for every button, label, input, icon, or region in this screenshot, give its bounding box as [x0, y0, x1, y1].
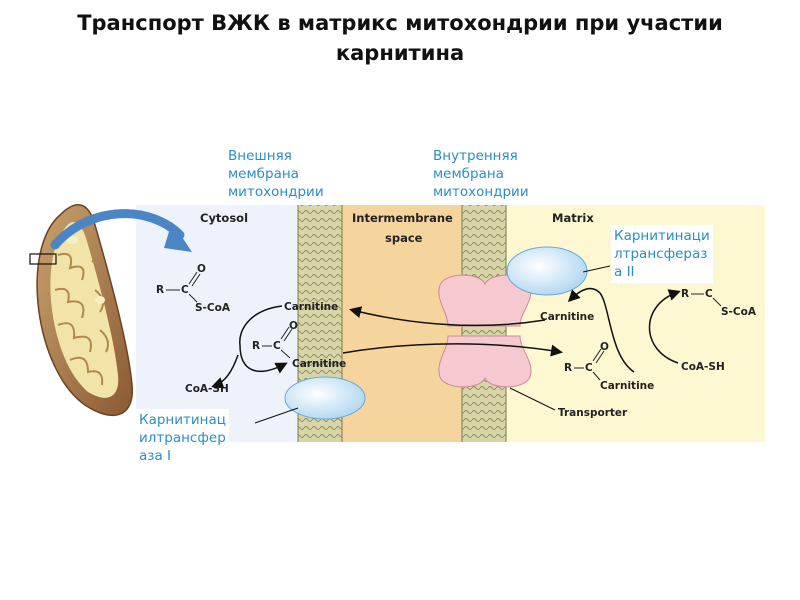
curved-arrow-icon	[50, 209, 185, 250]
acyl-coa-cytosol: R C O S-CoA	[156, 263, 231, 314]
coa-sh-cytosol-label: CoA-SH	[185, 383, 229, 395]
carnitine-cytosol-label: Carnitine	[284, 301, 338, 313]
matrix-label: Matrix	[552, 211, 594, 225]
svg-text:C: C	[273, 340, 281, 352]
cpt2-label: Карнитинаци лтрансфераз а II	[611, 225, 713, 283]
acylcarnitine-matrix: R C O Carnitine	[564, 341, 654, 392]
cytosol-region	[136, 205, 302, 442]
enzyme-icon	[284, 376, 366, 420]
svg-text:S-CoA: S-CoA	[195, 302, 231, 314]
svg-text:R: R	[252, 340, 260, 352]
cpt1-reaction-arrow-bottom	[239, 344, 288, 374]
coa-sh-matrix-label: CoA-SH	[681, 361, 725, 373]
svg-text:C: C	[181, 284, 189, 296]
mitochondrion-icon	[36, 204, 133, 416]
svg-text:O: O	[600, 341, 609, 353]
svg-text:S-CoA: S-CoA	[721, 306, 757, 318]
svg-text:R: R	[564, 362, 572, 374]
cpt1-pointer-line	[254, 407, 299, 424]
intermembrane-label-1: Intermembrane	[352, 211, 453, 225]
cpt2-pointer-line	[582, 265, 611, 273]
transporter-pointer-line	[509, 387, 556, 411]
cpt2-reaction-arrow-right	[648, 289, 681, 364]
acylcarnitine-import-arrow	[342, 343, 563, 357]
acylcarnitine-cytosol: R C O Carnitine	[252, 320, 346, 370]
svg-text:R: R	[156, 284, 164, 296]
curved-arrow-head	[164, 222, 192, 252]
svg-text:O: O	[197, 263, 206, 275]
inner-membrane-label: Внутренняя мембрана митохондрии	[433, 148, 529, 200]
acyl-coa-matrix: R C S-CoA	[681, 288, 757, 318]
intermembrane-label-2: space	[385, 231, 423, 245]
transporter-label: Transporter	[558, 407, 628, 419]
svg-text:C: C	[705, 288, 713, 300]
carnitine-matrix-label: Carnitine	[540, 311, 594, 323]
svg-text:O: O	[289, 320, 298, 332]
svg-text:C: C	[585, 362, 593, 374]
coa-release-arrow	[211, 354, 239, 389]
svg-text:Carnitine: Carnitine	[292, 358, 346, 370]
cpt1-label: Карнитинац илтрансфер аза I	[136, 409, 229, 467]
enzyme-icon	[506, 246, 588, 296]
page-title: Транспорт ВЖК в матрикс митохондрии при …	[77, 11, 723, 65]
cpt1-reaction-arrow-top	[239, 305, 283, 346]
svg-text:R: R	[681, 288, 689, 300]
cytosol-label: Cytosol	[200, 211, 248, 225]
outer-membrane-label: Внешняя мембрана митохондрии	[228, 148, 324, 200]
svg-text:Carnitine: Carnitine	[600, 380, 654, 392]
carnitine-return-arrow	[349, 306, 546, 327]
cpt2-reaction-arrow-left	[567, 287, 635, 373]
mitochondrion-marker	[29, 253, 57, 265]
